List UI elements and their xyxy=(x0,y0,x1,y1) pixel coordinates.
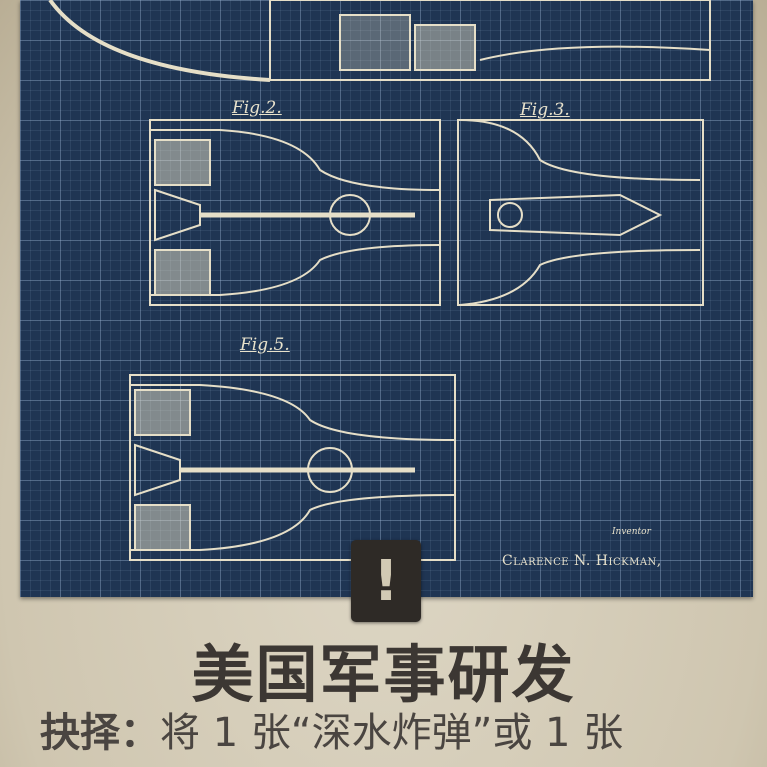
card-description: 抉择：将 1 张“深水炸弹”或 1 张 xyxy=(40,700,767,758)
figure-2-drawing xyxy=(149,119,441,306)
blueprint-illustration: Fig.2. Fig.3. Fig.5. Inventor Clarence N… xyxy=(20,0,753,597)
patent-drawings xyxy=(48,0,711,561)
inventor-label: Inventor xyxy=(612,527,651,537)
exclamation-icon: ! xyxy=(351,540,421,622)
card-title: 美国军事研发 xyxy=(191,638,576,711)
inventor-signature: Clarence N. Hickman, xyxy=(502,553,662,569)
figure-5-drawing xyxy=(129,374,456,561)
figure-3-drawing xyxy=(457,119,704,306)
figure-label: Fig.5. xyxy=(240,335,290,355)
choice-label: 抉择： xyxy=(40,710,160,756)
figure-label: Fig.3. xyxy=(520,100,570,120)
description-text: 将 1 张“深水炸弹”或 1 张 xyxy=(160,710,624,756)
figure-label: Fig.2. xyxy=(232,98,282,118)
